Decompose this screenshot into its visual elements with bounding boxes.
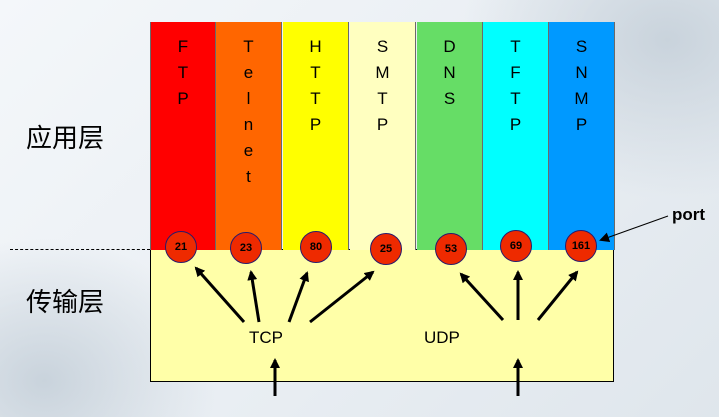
protocol-letter: T — [243, 37, 254, 56]
port-circle-53: 53 — [435, 233, 467, 265]
protocol-letter: t — [246, 167, 251, 186]
udp-label: UDP — [424, 328, 460, 347]
protocol-letter: S — [443, 89, 456, 108]
protocol-letter: P — [376, 115, 389, 134]
protocol-letter: T — [377, 89, 388, 108]
port-callout-pointer — [599, 215, 669, 243]
protocol-letter: M — [574, 89, 589, 108]
application-layer-label: 应用层 — [26, 124, 105, 154]
port-circle-69: 69 — [500, 230, 532, 262]
protocol-letter: F — [177, 37, 189, 56]
tcp-label: TCP — [249, 328, 283, 347]
udp-to-snmp-arrow — [536, 270, 579, 321]
protocol-letter: T — [510, 37, 521, 56]
port-circle-161: 161 — [565, 230, 597, 262]
port-circle-80: 80 — [300, 231, 332, 263]
protocol-letter: P — [309, 115, 322, 134]
protocol-letter: N — [443, 63, 456, 82]
transport-layer-label: 传输层 — [26, 288, 105, 318]
protocol-letter: N — [575, 63, 588, 82]
protocol-letter: T — [177, 63, 189, 82]
tcp-to-telnet-arrow — [247, 270, 261, 323]
protocol-letter: S — [376, 37, 389, 56]
protocol-letter: D — [443, 37, 456, 56]
protocol-letter: T — [510, 89, 521, 108]
udp-to-dns-arrow — [459, 272, 505, 322]
protocol-letter: l — [246, 89, 251, 108]
protocol-letter: T — [310, 63, 321, 82]
tcp-to-smtp-arrow — [309, 270, 375, 324]
tcp-to-http-arrow — [287, 271, 309, 323]
protocol-letter: F — [510, 63, 521, 82]
protocol-letter: H — [309, 37, 322, 56]
protocol-letter: T — [310, 89, 321, 108]
protocol-letter: P — [177, 89, 189, 108]
port-circle-25: 25 — [370, 233, 402, 265]
protocol-letter: P — [575, 115, 588, 134]
layer-divider-line — [10, 249, 150, 250]
protocol-letter: n — [243, 115, 254, 134]
protocol-letter: e — [243, 141, 254, 160]
port-callout-label: port — [672, 205, 706, 224]
port-circle-21: 21 — [165, 231, 197, 263]
protocol-letter: P — [509, 115, 522, 134]
port-circle-23: 23 — [230, 232, 262, 264]
protocol-letter: M — [375, 63, 390, 82]
protocol-letter: S — [575, 37, 588, 56]
tcp-to-ftp-arrow — [194, 266, 246, 323]
transport-layer-box — [150, 249, 614, 382]
protocol-letter: e — [243, 63, 254, 82]
